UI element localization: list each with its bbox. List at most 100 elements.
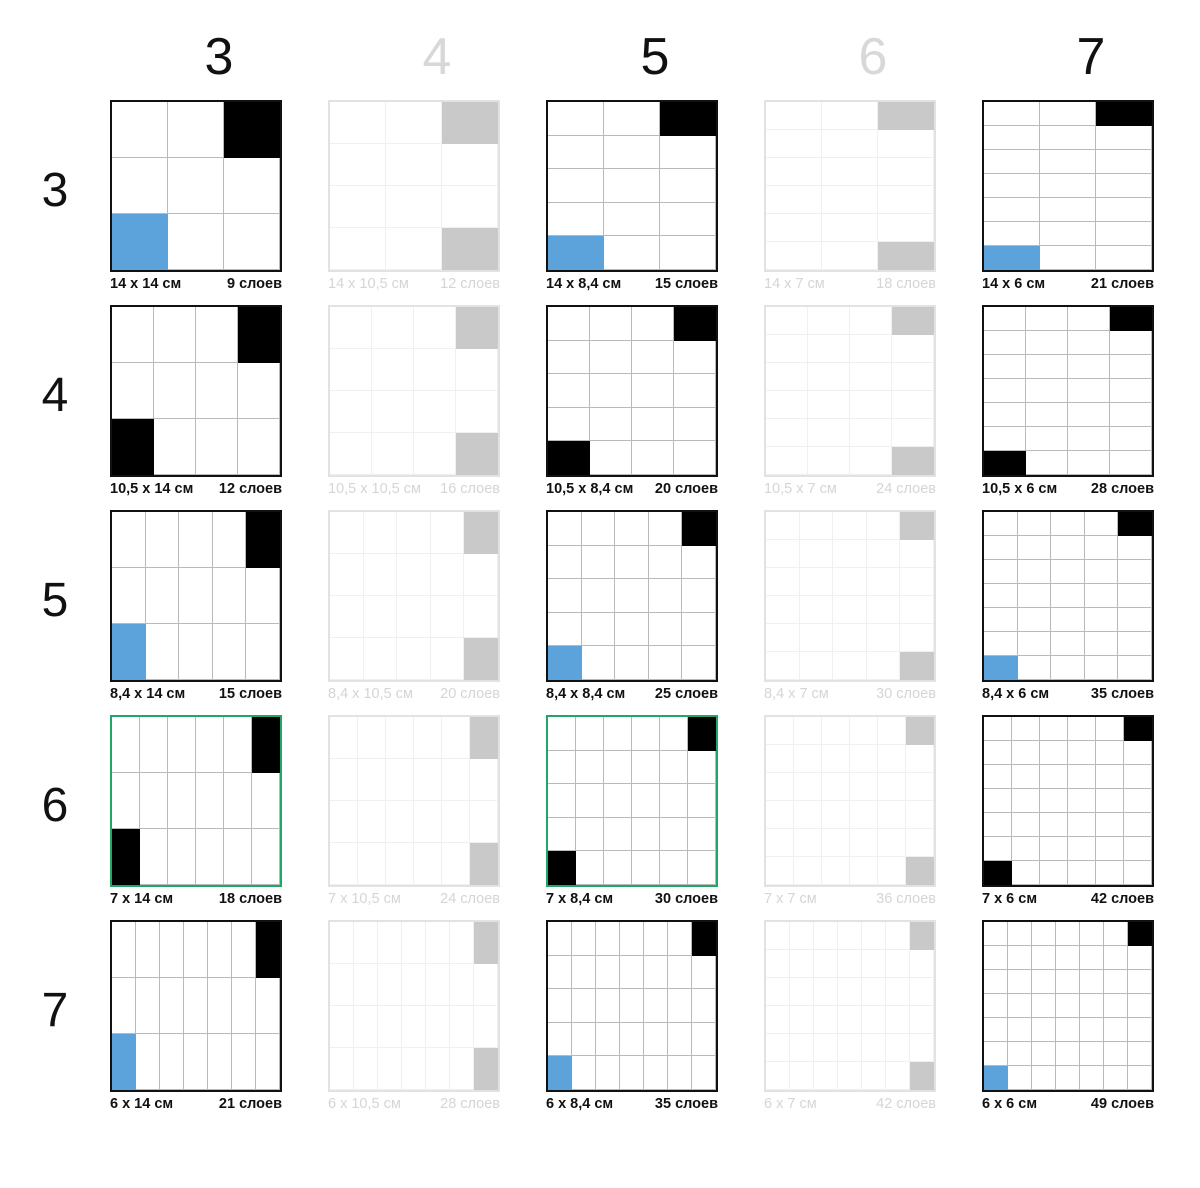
grid-subcell [581, 545, 616, 580]
grid-subcell [590, 307, 632, 341]
grid-subcell [1118, 584, 1152, 608]
grid-lines [984, 717, 1152, 885]
grid-subcell [766, 745, 794, 773]
grid-subcell [1008, 946, 1032, 970]
grid-subcell [886, 1062, 910, 1090]
grid-subcell [1068, 403, 1110, 427]
grid-subcell [112, 307, 154, 363]
grid-subcell [112, 102, 168, 158]
grid-subcell [196, 829, 224, 885]
grid-subcell [212, 512, 247, 568]
grid-subcell [1056, 946, 1080, 970]
grid-subcell [168, 717, 196, 773]
grid-subcell [984, 632, 1018, 656]
grid-subcell [330, 596, 364, 638]
cell-size-label: 8,4 x 7 см [764, 686, 829, 702]
grid-subcell [330, 554, 364, 596]
grid-subcell [674, 374, 716, 408]
corner-marker-top-right [692, 922, 716, 956]
grid-subcell [822, 717, 850, 745]
grid-subcell [378, 1048, 402, 1090]
grid-subcell [794, 857, 822, 885]
grid-subcell [256, 1034, 280, 1090]
grid-lines [548, 102, 716, 270]
grid-subcell [414, 307, 456, 349]
corner-marker-top-right [238, 307, 280, 363]
grid-subcell [668, 1056, 692, 1090]
grid-subcell [1096, 813, 1124, 837]
grid-subcell [850, 717, 878, 745]
grid-subcell [372, 349, 414, 391]
grid-subcell [212, 568, 247, 624]
grid-subcell [179, 568, 213, 624]
grid-subcell [548, 989, 572, 1023]
grid-subcell [984, 174, 1040, 198]
grid-diagram [764, 715, 936, 887]
grid-subcell [790, 922, 814, 950]
corner-marker-bottom-left [112, 214, 168, 270]
corner-marker-top-right [256, 922, 280, 978]
grid-subcell [808, 307, 850, 335]
grid-subcell [862, 1006, 886, 1034]
grid-subcell [414, 801, 442, 843]
grid-subcell [814, 1034, 838, 1062]
grid-subcell [615, 579, 649, 613]
grid-subcell [330, 186, 386, 228]
corner-marker-bottom-left [548, 236, 604, 270]
grid-subcell [1040, 150, 1096, 174]
grid-subcell [604, 817, 632, 852]
grid-subcell [688, 817, 716, 852]
grid-subcell [548, 512, 582, 546]
grid-subcell [766, 596, 800, 624]
corner-marker-top-right [900, 512, 934, 540]
grid-subcell [660, 784, 688, 818]
grid-subcell [866, 596, 901, 624]
grid-subcell [692, 955, 716, 990]
grid-diagram [328, 100, 500, 272]
grid-subcell [358, 717, 386, 759]
grid-subcell [906, 829, 934, 857]
corner-marker-top-right [1124, 717, 1152, 741]
grid-subcell [402, 1006, 426, 1048]
grid-subcell [632, 784, 660, 818]
grid-subcell [615, 612, 649, 647]
grid-subcell [604, 750, 632, 785]
grid-subcell [224, 214, 280, 270]
grid-subcell [1128, 970, 1152, 994]
grid-subcell [1056, 1066, 1080, 1090]
grid-subcell [572, 989, 596, 1023]
grid-subcell [252, 829, 280, 885]
grid-subcell [766, 857, 794, 885]
grid-subcell [794, 829, 822, 857]
grid-subcell [330, 512, 364, 554]
corner-marker-top-right [892, 307, 934, 335]
